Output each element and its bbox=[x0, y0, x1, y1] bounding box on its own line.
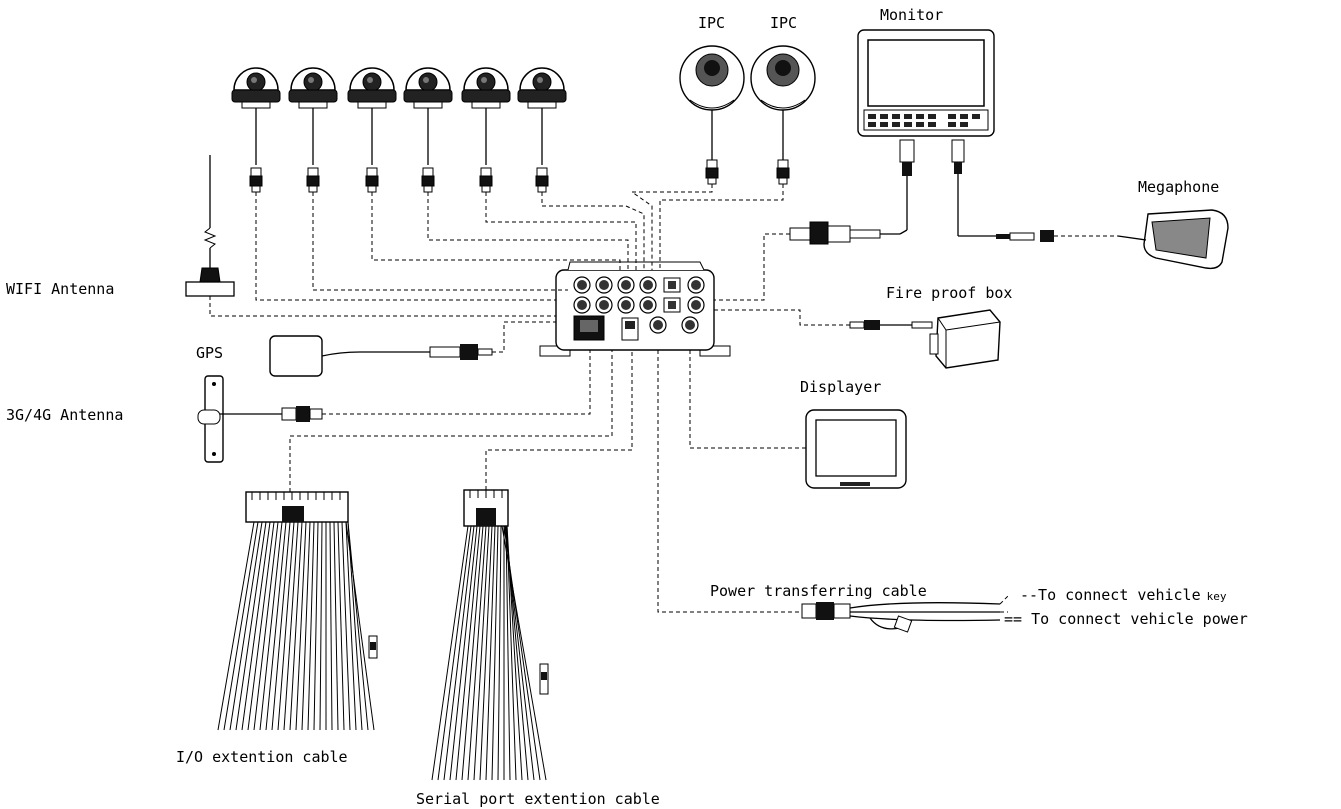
mdvr-main-unit bbox=[539, 261, 731, 357]
wifi-antenna-label: WIFI Antenna bbox=[6, 280, 114, 298]
dome-camera-6 bbox=[517, 67, 567, 193]
vehicle-key-label: --To connect vehicle key bbox=[1020, 586, 1227, 604]
power-transferring-cable bbox=[801, 602, 1001, 633]
ipc-1-label: IPC bbox=[698, 14, 725, 32]
serial-extension-cable bbox=[431, 489, 549, 781]
dome-camera-2 bbox=[288, 67, 338, 193]
dome-camera-1 bbox=[231, 67, 281, 193]
wifi-antenna bbox=[185, 155, 235, 297]
connection-lines bbox=[209, 184, 1118, 613]
monitor-video-connector bbox=[789, 221, 908, 245]
antenna-3g4g-label: 3G/4G Antenna bbox=[6, 406, 123, 424]
vehicle-key-label-small: key bbox=[1207, 590, 1227, 603]
monitor-label: Monitor bbox=[880, 6, 943, 24]
vehicle-power-label: == To connect vehicle power bbox=[1004, 610, 1248, 628]
monitor bbox=[857, 29, 995, 230]
ipc-camera-1 bbox=[679, 45, 745, 185]
displayer-label: Displayer bbox=[800, 378, 881, 396]
io-cable-label: I/O extention cable bbox=[176, 748, 348, 766]
gps-label: GPS bbox=[196, 344, 223, 362]
fire-proof-box bbox=[849, 309, 1001, 369]
megaphone-label: Megaphone bbox=[1138, 178, 1219, 196]
antenna-3g4g bbox=[197, 375, 323, 463]
io-extension-cable bbox=[217, 491, 378, 731]
ipc-camera-2 bbox=[750, 45, 816, 185]
gps-module bbox=[269, 335, 493, 377]
vehicle-key-label-main: --To connect vehicle bbox=[1020, 586, 1201, 604]
serial-cable-label: Serial port extention cable bbox=[416, 790, 660, 808]
dome-camera-5 bbox=[461, 67, 511, 193]
dome-camera-4 bbox=[403, 67, 453, 193]
dome-camera-3 bbox=[347, 67, 397, 193]
fire-proof-box-label: Fire proof box bbox=[886, 284, 1012, 302]
megaphone bbox=[957, 209, 1229, 270]
ipc-2-label: IPC bbox=[770, 14, 797, 32]
power-cable-label: Power transferring cable bbox=[710, 582, 927, 600]
displayer bbox=[805, 409, 907, 489]
